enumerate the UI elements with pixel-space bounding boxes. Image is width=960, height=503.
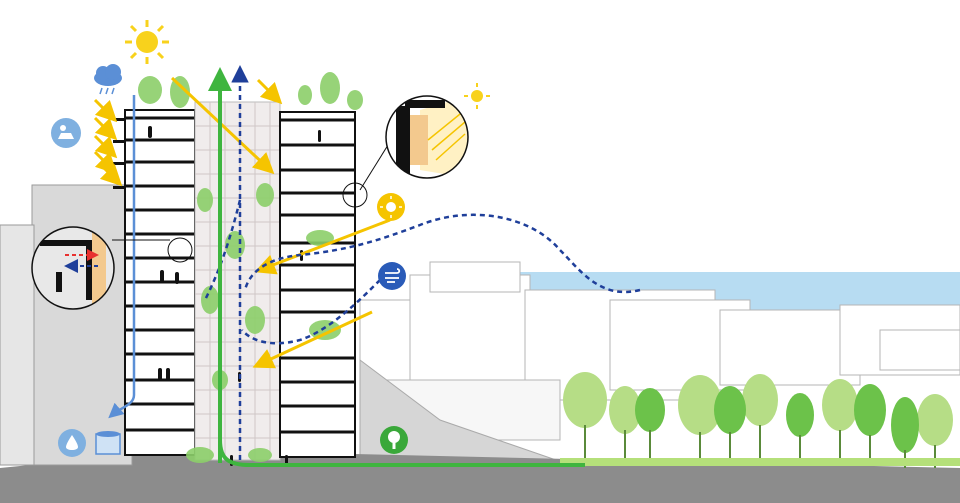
water-tank-icon <box>95 431 121 455</box>
green-flow <box>208 67 585 467</box>
wind-icon <box>378 262 406 290</box>
street-trees <box>560 372 960 468</box>
solar-panel-icon <box>51 118 81 148</box>
sun-icon <box>125 20 169 64</box>
ventilation-detail <box>31 226 193 310</box>
sun-badge-icon <box>377 193 405 221</box>
water-recycle-icon <box>58 429 86 457</box>
tree-icon <box>380 426 408 454</box>
main-building-right-tower <box>279 111 356 458</box>
ground-slab <box>0 450 960 503</box>
rainwater-pipe <box>108 95 136 419</box>
rain-cloud-icon <box>94 64 122 95</box>
airflow-paths <box>203 65 641 460</box>
window-shading-detail <box>342 95 469 208</box>
small-sun-icon <box>464 83 490 109</box>
main-building-left-tower <box>113 109 196 456</box>
neighbor-building-left <box>31 184 133 466</box>
atrium-facade <box>194 101 281 461</box>
